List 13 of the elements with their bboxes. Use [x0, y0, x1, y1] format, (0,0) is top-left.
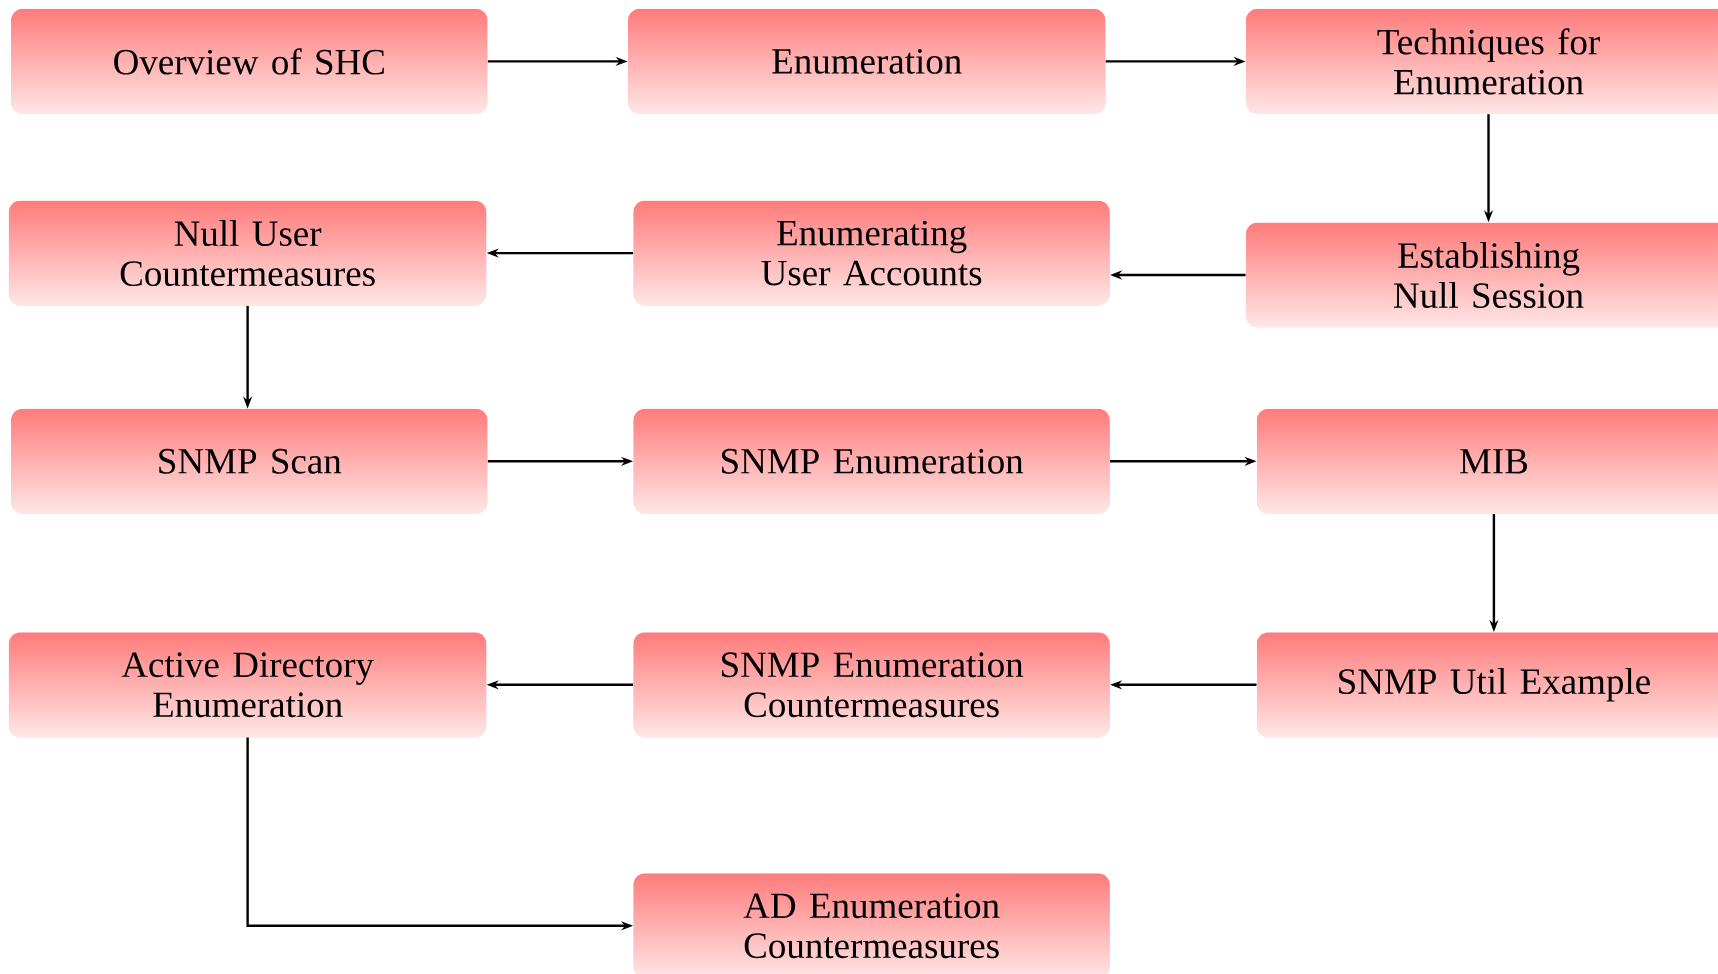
process-box: Enumeration	[627, 8, 1106, 114]
process-box: SNMP Util Example	[1256, 632, 1718, 738]
process-box: Null User Countermeasures	[8, 200, 487, 306]
process-box: SNMP Scan	[11, 408, 488, 514]
process-box: Overview of SHC	[11, 8, 488, 114]
process-box: SNMP Enumeration Countermeasures	[633, 632, 1110, 738]
process-box: Active Directory Enumeration	[8, 632, 487, 738]
process-box: Enumerating User Accounts	[633, 200, 1110, 306]
process-box: Techniques for Enumeration	[1245, 8, 1718, 114]
process-box: AD Enumeration Countermeasures	[633, 873, 1110, 974]
process-box: SNMP Enumeration	[633, 408, 1110, 514]
process-box: Establishing Null Session	[1245, 222, 1718, 328]
process-box: MIB	[1256, 408, 1718, 514]
